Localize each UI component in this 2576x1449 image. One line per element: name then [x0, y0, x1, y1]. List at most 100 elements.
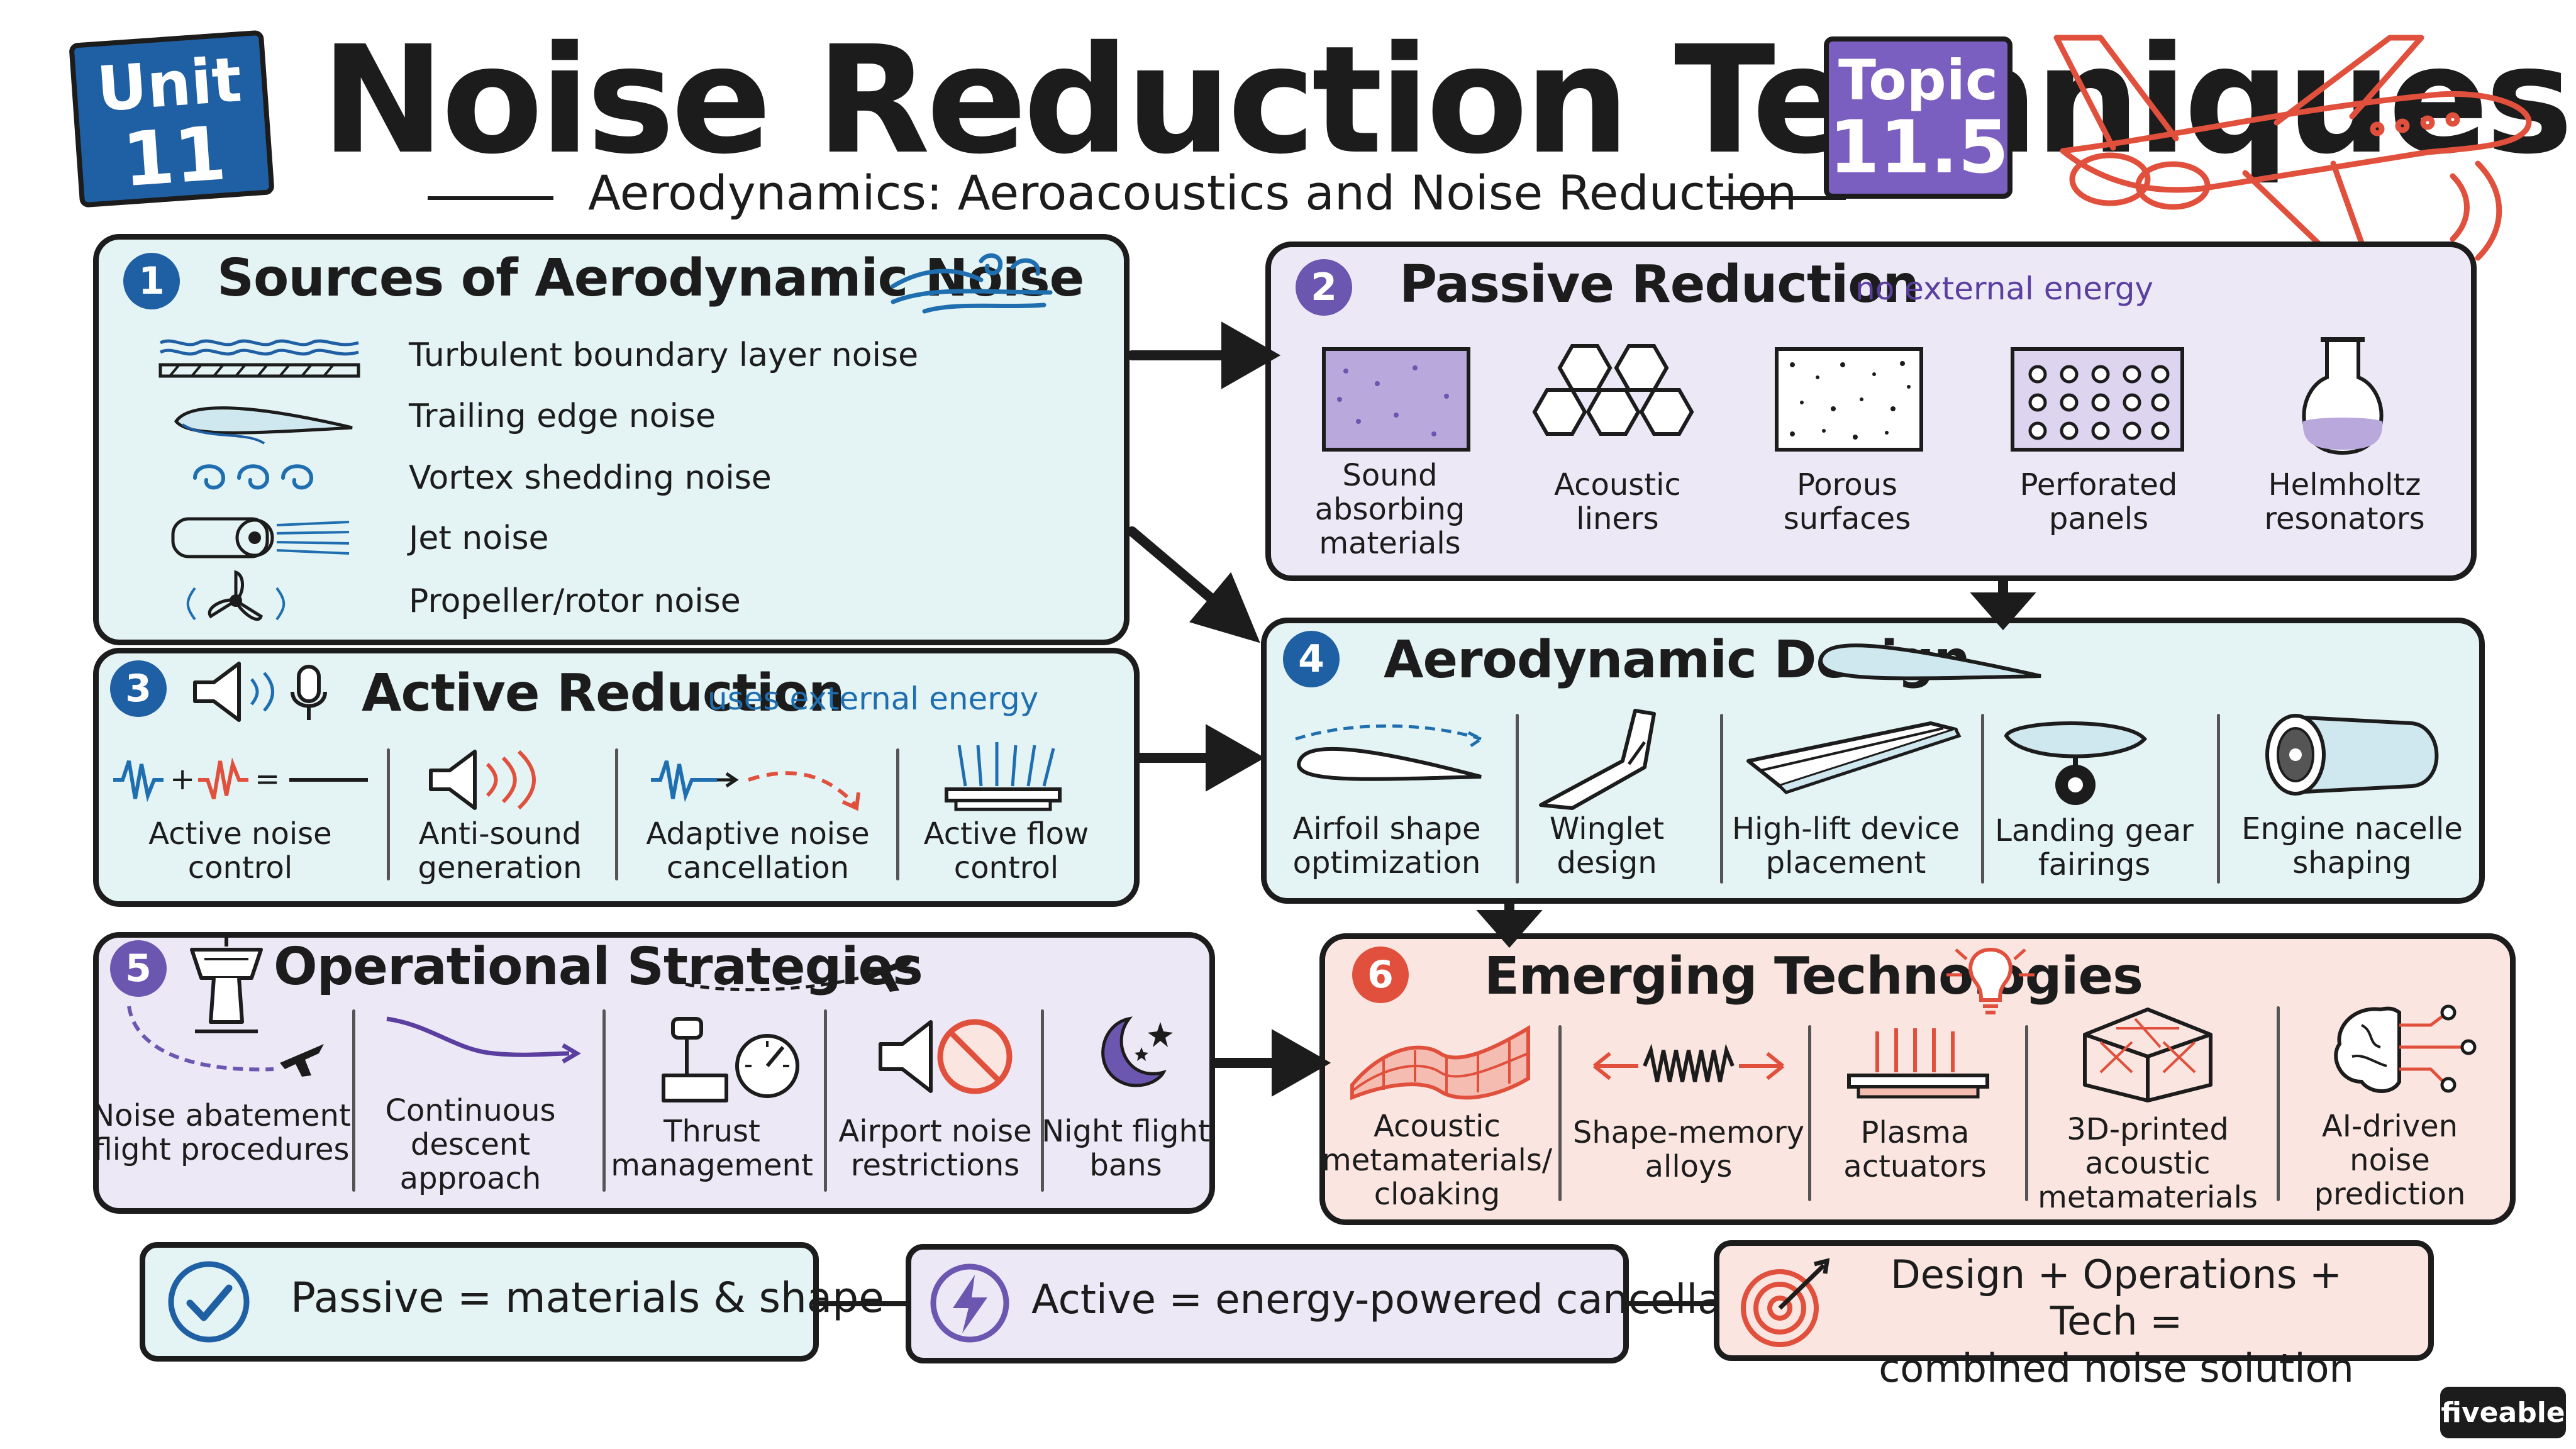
perforated-panel-icon [2011, 347, 2184, 452]
emerging-label-3: Plasma actuators [1843, 1115, 1987, 1184]
subtitle-line-left [428, 196, 553, 200]
emerging-divider-2 [1808, 1025, 1811, 1201]
acoustic-liner-icon [1532, 344, 1694, 436]
night-moon-icon [1101, 1016, 1173, 1087]
design-number-badge: 4 [1283, 631, 1340, 687]
active-divider-3 [896, 748, 899, 880]
active-number-badge: 3 [110, 660, 167, 717]
passive-subtitle: no external energy [1855, 270, 2154, 307]
active-title: Active Reduction [362, 663, 845, 723]
design-divider-2 [1720, 714, 1723, 884]
target-icon [1741, 1258, 1830, 1347]
speaker-microphone-icon [193, 662, 327, 722]
source-item-4: Jet noise [409, 519, 549, 557]
active-flow-control-icon [945, 742, 1062, 811]
design-label-5: Engine nacelle shaping [2241, 811, 2463, 880]
topic-badge: Topic 11.5 [1824, 36, 2012, 199]
ai-brain-circuit-icon [2334, 1004, 2477, 1093]
no-noise-speaker-icon [879, 1019, 1013, 1094]
plasma-actuator-icon [1847, 1028, 1989, 1099]
high-lift-device-icon [1746, 721, 1962, 794]
source-item-2: Trailing edge noise [409, 397, 716, 435]
page-title: Noise Reduction Techniques [321, 14, 2573, 187]
active-label-3: Adaptive noise cancellation [646, 816, 870, 886]
checkmark-icon [168, 1261, 250, 1343]
design-label-2: Winglet design [1549, 811, 1665, 880]
3d-printed-lattice-icon [2083, 1008, 2212, 1102]
active-label-1: Active noise control [148, 816, 332, 886]
design-divider-4 [2217, 714, 2220, 884]
svg-text:=: = [255, 762, 280, 797]
operational-label-3: Thrust management [611, 1114, 813, 1183]
svg-text:+: + [170, 762, 195, 797]
shape-memory-alloy-icon [1593, 1043, 1784, 1082]
passive-label-1: Sound absorbing materials [1314, 458, 1465, 561]
emerging-label-2: Shape-memory alloys [1572, 1115, 1805, 1184]
landing-gear-fairing-icon [2004, 721, 2147, 805]
flight-path-title-icon [685, 956, 915, 992]
operational-label-1: Noise abatement flight procedures [92, 1098, 351, 1167]
propeller-icon [186, 570, 286, 621]
page-subtitle: Aerodynamics: Aeroacoustics and Noise Re… [588, 165, 1797, 221]
design-divider-3 [1981, 714, 1984, 884]
boundary-layer-icon [158, 339, 360, 378]
emerging-label-4: 3D-printed acoustic metamaterials [2038, 1112, 2258, 1215]
summary-passive-text: Passive = materials & shape [291, 1274, 884, 1322]
operational-divider-3 [824, 1009, 827, 1192]
operational-card [93, 932, 1215, 1214]
noise-abatement-path-icon [127, 1006, 324, 1077]
fiveable-logo: fiveable [2440, 1387, 2566, 1438]
emerging-divider-4 [2277, 1006, 2280, 1201]
source-item-5: Propeller/rotor noise [409, 582, 741, 620]
operational-label-5: Night flight bans [1041, 1114, 1210, 1183]
sources-card [93, 234, 1130, 645]
emerging-divider-3 [2025, 1025, 2028, 1201]
anti-sound-speaker-icon [429, 750, 536, 810]
continuous-descent-icon [386, 1016, 581, 1064]
summary-active-box [906, 1244, 1629, 1363]
summary-combined-box [1714, 1240, 2434, 1361]
passive-label-3: Porous surfaces [1783, 467, 1911, 536]
thrust-lever-gauge-icon [662, 1017, 799, 1102]
jet-engine-icon [171, 517, 350, 558]
sources-title: Sources of Aerodynamic Noise [217, 248, 1084, 308]
winglet-icon [1539, 709, 1656, 810]
airfoil-optimization-icon [1295, 724, 1484, 781]
emerging-divider-1 [1558, 1025, 1562, 1201]
wave-cancellation-icon: + = [113, 757, 368, 802]
design-label-3: High-lift device placement [1731, 811, 1960, 880]
lightning-icon [930, 1263, 1009, 1343]
helmholtz-resonator-icon [2302, 337, 2384, 455]
engine-nacelle-icon [2265, 714, 2439, 796]
topic-word: Topic [1838, 48, 1999, 113]
sound-absorbing-material-icon [1322, 347, 1470, 452]
passive-number-badge: 2 [1296, 259, 1352, 316]
subtitle-line-right [1720, 196, 1846, 200]
design-label-4: Landing gear fairings [1995, 813, 2194, 882]
sources-number-badge: 1 [123, 253, 180, 309]
emerging-label-5: AI-driven noise prediction [2314, 1109, 2466, 1212]
source-item-3: Vortex shedding noise [409, 459, 772, 497]
emerging-label-1: Acoustic metamaterials/ cloaking [1321, 1109, 1553, 1212]
summary-active-text: Active = energy-powered cancellation [1031, 1277, 1799, 1323]
summary-passive-box [140, 1242, 819, 1362]
passive-title: Passive Reduction [1399, 255, 1919, 314]
airflow-icon [891, 253, 1053, 314]
emerging-number-badge: 6 [1352, 947, 1409, 1003]
passive-label-4: Perforated panels [2019, 467, 2178, 536]
airplane-icon [2053, 35, 2532, 261]
control-tower-icon [190, 934, 263, 1033]
operational-divider-1 [352, 1009, 355, 1192]
design-divider-1 [1516, 714, 1519, 884]
trailing-edge-icon [174, 406, 353, 445]
acoustic-metamaterial-icon [1350, 1024, 1530, 1101]
operational-divider-2 [602, 1009, 606, 1192]
passive-label-5: Helmholtz resonators [2264, 467, 2425, 536]
operational-label-2: Continuous descent approach [385, 1093, 556, 1196]
vortex-icon [193, 464, 314, 490]
lightbulb-icon [1946, 947, 2035, 1014]
active-label-4: Active flow control [923, 816, 1089, 886]
porous-surface-icon [1775, 347, 1923, 452]
source-item-1: Turbulent boundary layer noise [409, 336, 919, 374]
